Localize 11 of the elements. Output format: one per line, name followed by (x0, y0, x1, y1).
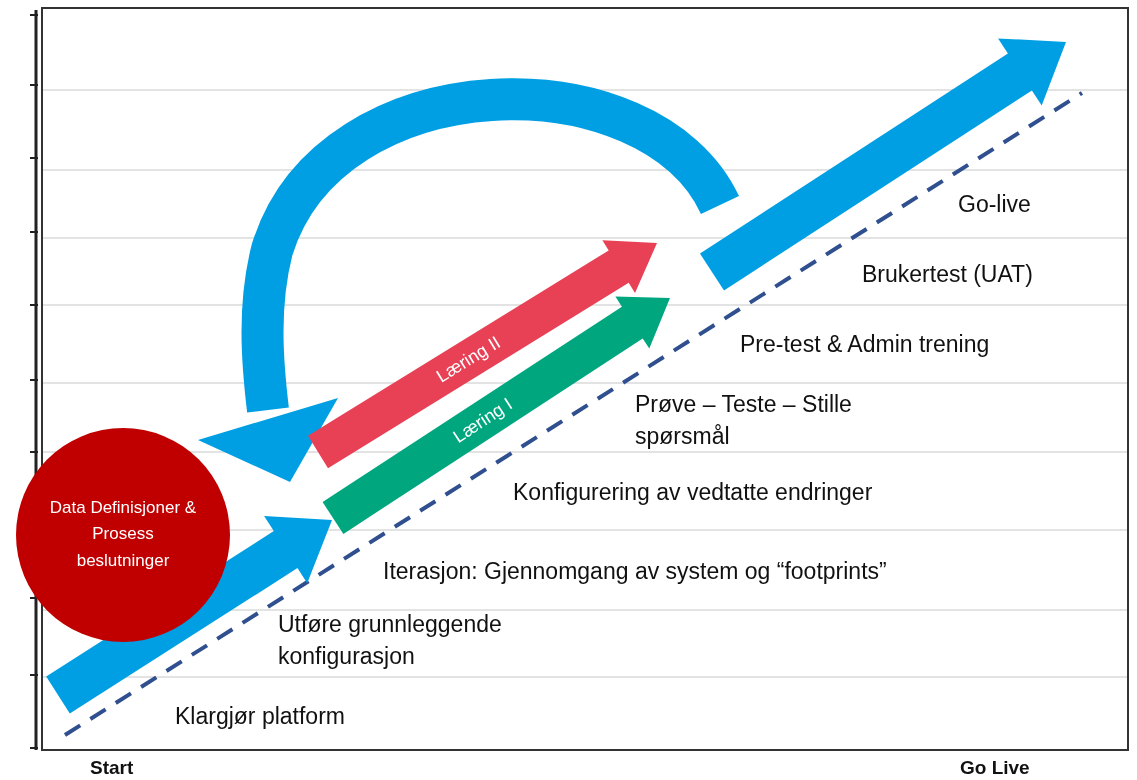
stage-label: Prøve – Teste – Stille spørsmål (635, 390, 853, 452)
axis-label: Go Live (960, 756, 1030, 780)
stage-label: Iterasjon: Gjennomgang av system og “footprints” (383, 557, 887, 586)
axis-label: Start (90, 756, 134, 780)
stage-label: Brukertest (UAT) (862, 260, 1033, 289)
stage-label: Pre-test & Admin trening (740, 330, 990, 359)
node-label: Data Definisjoner & Prosess beslutninger (48, 497, 198, 573)
stage-label: Utføre grunnleggende konfigurasjon (278, 610, 503, 672)
stage-label: Konfigurering av vedtatte endringer (513, 478, 873, 507)
stage-label: Klargjør platform (175, 702, 345, 731)
stage-label: Go-live (958, 190, 1031, 219)
